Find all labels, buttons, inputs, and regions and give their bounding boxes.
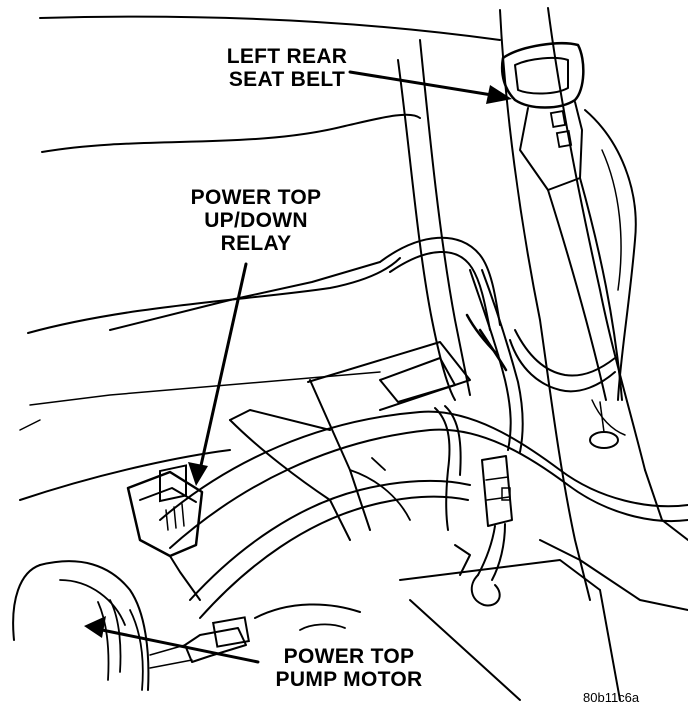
power-top-relay bbox=[126, 464, 204, 601]
relay-bracket bbox=[109, 261, 471, 541]
trunk-floor bbox=[254, 544, 621, 701]
power-top-pump-motor-label: POWER TOP PUMP MOTOR bbox=[260, 645, 438, 691]
left-rear-seat-belt-label: LEFT REAR SEAT BELT bbox=[212, 45, 362, 91]
harness-upper bbox=[379, 236, 616, 453]
seat-belt-assembly bbox=[500, 41, 623, 401]
power-top-relay-label: POWER TOP UP/DOWN RELAY bbox=[172, 186, 340, 255]
seat-belt-label-line-2: SEAT BELT bbox=[228, 68, 346, 91]
pump-label-line-2: PUMP MOTOR bbox=[275, 668, 423, 691]
relay-label-line-1: POWER TOP bbox=[190, 186, 322, 209]
seat-belt-arrowhead bbox=[486, 85, 512, 104]
harness-connector bbox=[470, 455, 513, 607]
deck-lid-edges bbox=[19, 15, 501, 501]
power-top-pump-motor bbox=[12, 560, 150, 691]
pump-label-line-1: POWER TOP bbox=[283, 645, 415, 668]
relay-label-line-2: UP/DOWN bbox=[204, 209, 308, 232]
seat-belt-label-line-1: LEFT REAR bbox=[226, 45, 348, 68]
harness-main bbox=[159, 405, 688, 619]
callout-leaders bbox=[84, 70, 512, 664]
relay-label-line-3: RELAY bbox=[220, 232, 292, 255]
pump-motor-arrowhead bbox=[84, 616, 106, 638]
quarter-trim-panel bbox=[397, 7, 688, 611]
figure-code: 80b11c6a bbox=[583, 690, 640, 705]
relay-arrowhead bbox=[188, 462, 208, 486]
